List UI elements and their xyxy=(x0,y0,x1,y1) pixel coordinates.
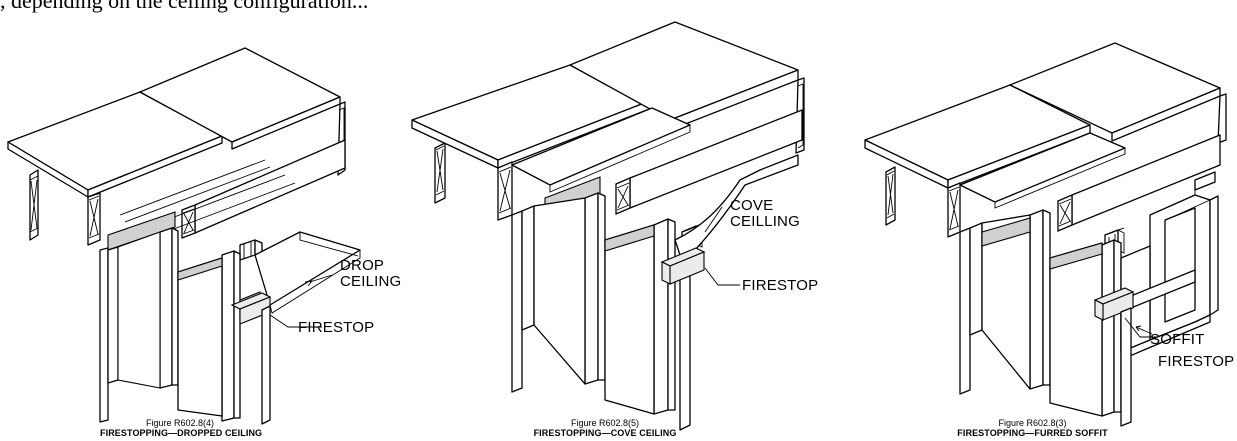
cove-ceiling-drawing xyxy=(411,21,805,431)
callout-drop-ceiling: DROP CEILING xyxy=(340,257,402,290)
caption-title: FIRESTOPPING—FURRED SOFFIT xyxy=(957,428,1108,438)
callout-firestop: FIRESTOP xyxy=(1158,353,1235,370)
caption-number: Figure R602.8(3) xyxy=(998,418,1067,428)
dropped-ceiling-drawing xyxy=(7,47,361,425)
figure-caption: Figure R602.8(3) FIRESTOPPING—FURRED SOF… xyxy=(945,418,1120,438)
caption-number: Figure R602.8(5) xyxy=(570,418,640,428)
intro-text: , depending on the ceiling configuration… xyxy=(0,0,369,13)
figure-caption: Figure R602.8(5) FIRESTOPPING—COVE CEILI… xyxy=(515,418,695,438)
figure-caption: Figure R602.8(4) FIRESTOPPING—DROPPED CE… xyxy=(100,418,263,438)
callout-firestop: FIRESTOP xyxy=(742,277,819,294)
caption-title: FIRESTOPPING—DROPPED CEILING xyxy=(100,428,263,438)
figure-furred-soffit: SOFFIT FIRESTOP Figure R602.8(3) FIRESTO… xyxy=(850,0,1237,441)
caption-title: FIRESTOPPING—COVE CEILING xyxy=(533,428,677,438)
furred-soffit-drawing xyxy=(864,42,1227,427)
figure-cove-ceiling: COVE CEILLING FIRESTOP Figure R602.8(5) … xyxy=(400,0,820,441)
callout-cove-ceiling: COVE CEILLING xyxy=(730,197,800,230)
caption-number: Figure R602.8(4) xyxy=(145,418,215,428)
callout-soffit: SOFFIT xyxy=(1150,331,1205,348)
figure-dropped-ceiling: DROP CEILING FIRESTOP Figure R602.8(4) F… xyxy=(0,0,401,441)
callout-firestop: FIRESTOP xyxy=(298,319,375,336)
